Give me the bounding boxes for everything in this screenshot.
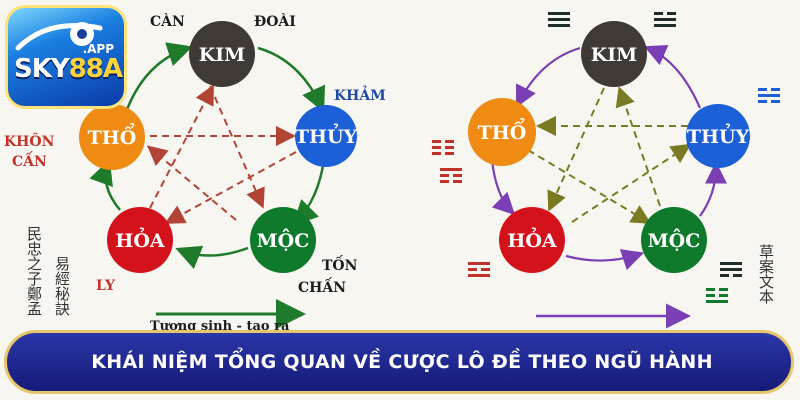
right-node-thuy <box>686 104 750 168</box>
trigram-can2-icon <box>440 168 462 183</box>
left-direction-can2: CẤN <box>12 150 47 170</box>
left-wuxing-diagram: KIM THỦY MỘC HỎA THỔ CÀN ĐOÀI KHẢM KHÔN … <box>4 12 386 334</box>
right-node-tho-label: THỔ <box>478 117 527 144</box>
left-star-hoa-kim <box>149 84 214 209</box>
left-node-hoa <box>107 207 173 273</box>
left-node-thuy-label: THỦY <box>295 122 358 148</box>
left-direction-doai: ĐOÀI <box>254 12 296 30</box>
right-node-kim-label: KIM <box>591 44 637 66</box>
right-vertical-text: 草案文本 <box>757 244 775 304</box>
left-cycle-hoa-tho <box>89 159 121 211</box>
left-cycle-moc-hoa <box>175 245 249 270</box>
left-node-kim-label: KIM <box>199 44 245 66</box>
logo-brand-prefix: SKY <box>14 54 70 84</box>
trigram-kham-icon <box>758 88 780 103</box>
right-star-moc-kim <box>615 86 661 207</box>
left-node-thuy <box>295 105 357 167</box>
left-vertical-text-1: 民忠之子鄭孟 <box>25 226 43 316</box>
title-banner-bar: KHÁI NIỆM TỔNG QUAN VỀ CƯỢC LÔ ĐỀ THEO N… <box>4 330 794 394</box>
right-node-tho <box>468 98 536 166</box>
left-node-moc-label: MỘC <box>257 228 310 252</box>
title-banner: KHÁI NIỆM TỔNG QUAN VỀ CƯỢC LÔ ĐỀ THEO N… <box>0 330 800 400</box>
left-direction-kham: KHẢM <box>334 84 386 104</box>
right-node-moc <box>641 207 707 273</box>
right-node-hoa <box>499 207 565 273</box>
left-node-moc <box>250 207 316 273</box>
left-star-kim-moc <box>209 85 265 209</box>
right-node-thuy-label: THỦY <box>687 122 750 148</box>
logo-ball-icon <box>15 22 103 51</box>
trigram-chan-icon <box>706 288 728 303</box>
logo-brand-number: 88A <box>68 54 123 84</box>
logo-wordmark: SKY88A <box>14 54 123 84</box>
trigram-doai-icon <box>654 12 676 27</box>
right-cycle-kim-tho <box>516 46 581 108</box>
right-cycle-hoa-moc <box>565 249 645 270</box>
left-direction-ton: TỐN <box>322 254 358 274</box>
left-node-kim <box>189 21 255 87</box>
right-node-moc-label: MỘC <box>648 228 701 252</box>
trigram-can-icon <box>548 12 570 27</box>
trigram-ton-icon <box>720 262 742 277</box>
left-direction-khon: KHÔN <box>4 132 55 150</box>
banner-title: KHÁI NIỆM TỔNG QUAN VỀ CƯỢC LÔ ĐỀ THEO N… <box>91 351 713 373</box>
left-node-hoa-label: HỎA <box>115 226 165 252</box>
right-star-kim-hoa <box>547 87 605 212</box>
right-node-hoa-label: HỎA <box>507 226 557 252</box>
left-star-moc-tho <box>146 145 237 221</box>
right-cycle-tho-hoa <box>490 159 516 216</box>
left-node-tho <box>79 104 145 170</box>
left-cycle-tho-kim <box>124 42 193 113</box>
trigram-khon-icon <box>432 140 454 155</box>
left-direction-ly: LY <box>96 278 116 294</box>
right-wuxing-diagram: KIM THỦY MỘC HỎA THỔ <box>432 12 780 329</box>
left-star-thuy-hoa <box>164 151 297 224</box>
trigram-ly-icon <box>468 262 490 277</box>
left-cycle-kim-thuy <box>257 46 326 113</box>
right-cycle-moc-thuy <box>699 161 727 217</box>
left-direction-can: CÀN <box>150 12 185 30</box>
sky88a-logo[interactable]: .APP SKY88A <box>5 5 127 109</box>
right-node-kim <box>581 21 647 87</box>
right-cycle-thuy-kim <box>643 44 702 109</box>
left-node-tho-label: THỔ <box>88 122 137 149</box>
left-vertical-text-2: 易經秘訣 <box>53 256 71 316</box>
left-direction-chan: CHẤN <box>298 276 346 296</box>
logo-app-suffix: .APP <box>82 42 114 56</box>
